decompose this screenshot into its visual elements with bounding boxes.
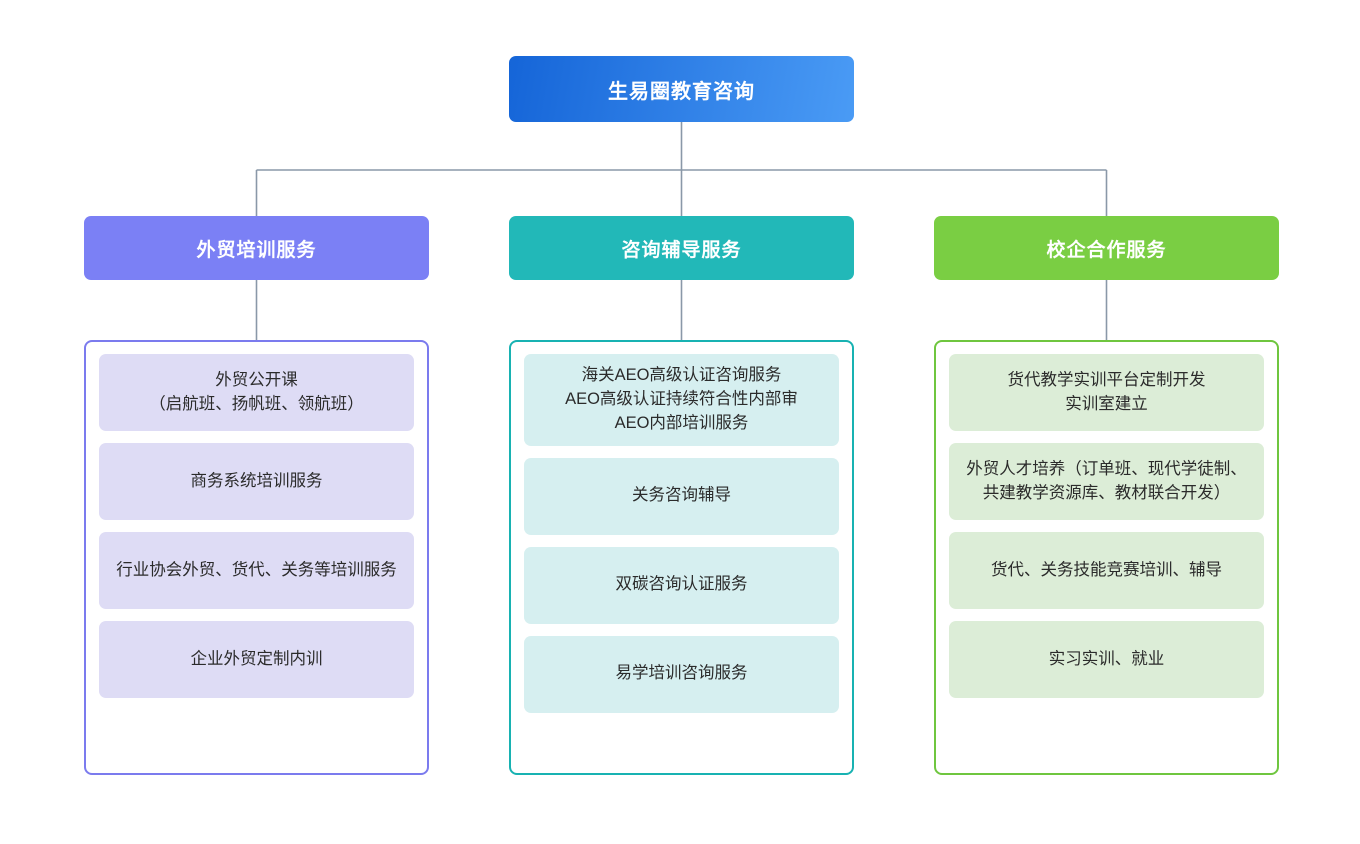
leaf-item[interactable]: 行业协会外贸、货代、关务等培训服务 [99,532,414,609]
leaf-item[interactable]: 外贸公开课 （启航班、扬帆班、领航班） [99,354,414,431]
leaf-item[interactable]: 商务系统培训服务 [99,443,414,520]
root-node[interactable]: 生易圈教育咨询 [509,56,854,122]
branch-header-label-2: 校企合作服务 [1046,239,1167,261]
branch-column-1: 咨询辅导服务 海关AEO高级认证咨询服务 AEO高级认证持续符合性内部审 AEO… [509,0,854,844]
branch-container-0: 外贸公开课 （启航班、扬帆班、领航班） 商务系统培训服务 行业协会外贸、货代、关… [84,340,429,775]
leaf-item[interactable]: 货代教学实训平台定制开发 实训室建立 [949,354,1264,431]
leaf-item[interactable]: 外贸人才培养（订单班、现代学徒制、共建教学资源库、教材联合开发） [949,443,1264,520]
leaf-item[interactable]: 货代、关务技能竞赛培训、辅导 [949,532,1264,609]
branch-container-1: 海关AEO高级认证咨询服务 AEO高级认证持续符合性内部审 AEO内部培训服务 … [509,340,854,775]
leaf-item[interactable]: 海关AEO高级认证咨询服务 AEO高级认证持续符合性内部审 AEO内部培训服务 [524,354,839,446]
branch-header-label-0: 外贸培训服务 [196,239,317,261]
branch-header-1[interactable]: 咨询辅导服务 [509,216,854,280]
leaf-item[interactable]: 易学培训咨询服务 [524,635,839,713]
leaf-item[interactable]: 企业外贸定制内训 [99,621,414,698]
leaf-item[interactable]: 关务咨询辅导 [524,457,839,535]
root-node-label: 生易圈教育咨询 [608,80,755,103]
branch-column-2: 校企合作服务 货代教学实训平台定制开发 实训室建立 外贸人才培养（订单班、现代学… [934,0,1279,844]
branch-column-0: 外贸培训服务 外贸公开课 （启航班、扬帆班、领航班） 商务系统培训服务 行业协会… [84,0,429,844]
leaf-item[interactable]: 双碳咨询认证服务 [524,546,839,624]
branch-container-2: 货代教学实训平台定制开发 实训室建立 外贸人才培养（订单班、现代学徒制、共建教学… [934,340,1279,775]
leaf-item[interactable]: 实习实训、就业 [949,621,1264,698]
branch-header-label-1: 咨询辅导服务 [621,239,742,261]
branch-header-2[interactable]: 校企合作服务 [934,216,1279,280]
branch-header-0[interactable]: 外贸培训服务 [84,216,429,280]
